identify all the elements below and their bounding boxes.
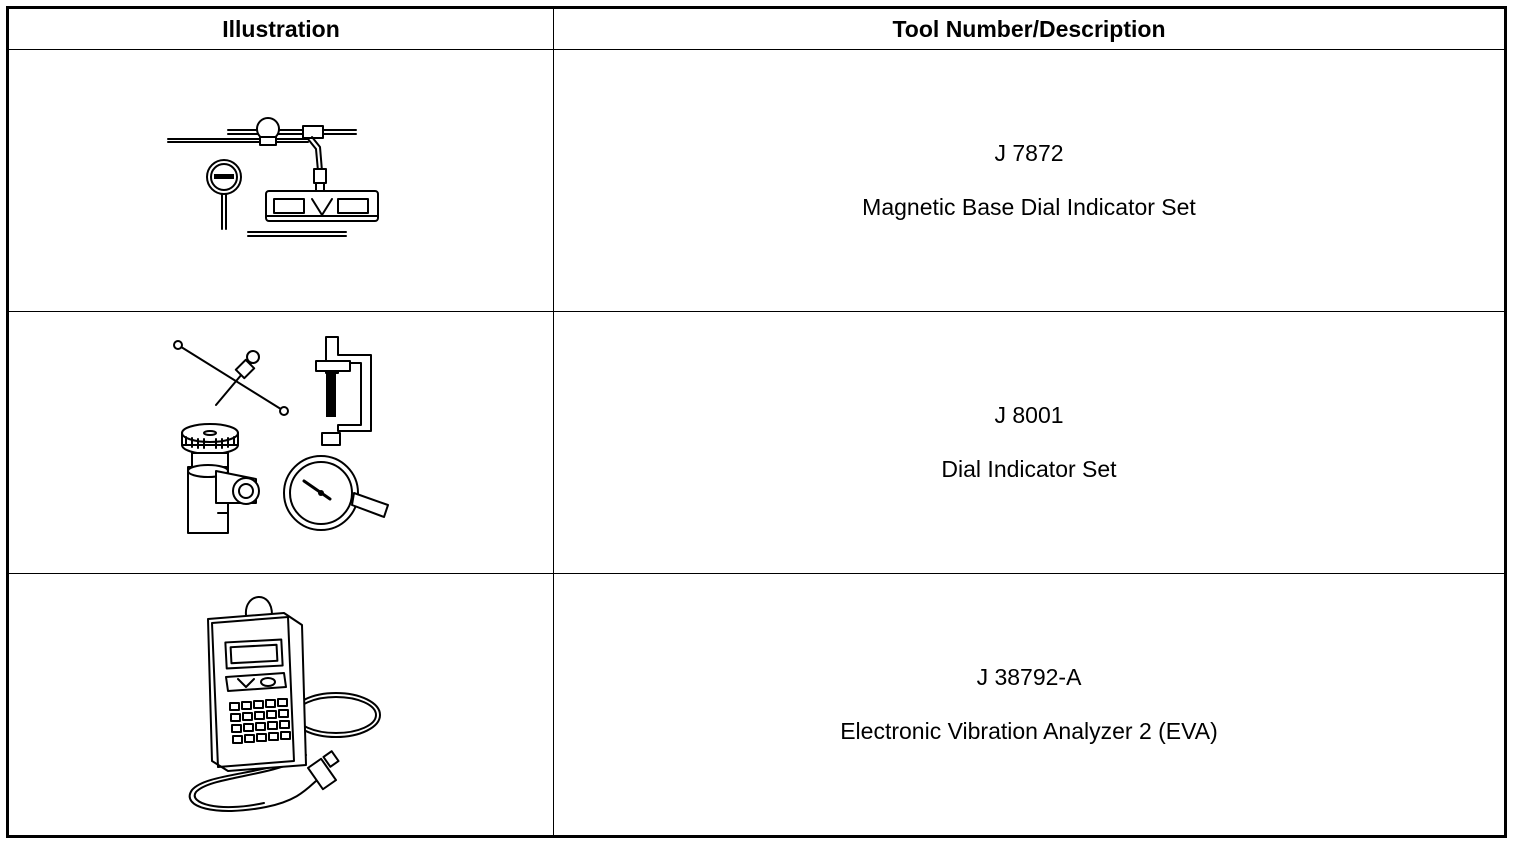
header-row: Illustration Tool Number/Description — [7, 7, 1506, 50]
table-row: J 7872 Magnetic Base Dial Indicator Set — [7, 49, 1506, 312]
tools-table: Illustration Tool Number/Description — [6, 6, 1507, 838]
table-row: J 38792-A Electronic Vibration Analyzer … — [7, 573, 1506, 837]
description-cell: J 38792-A Electronic Vibration Analyzer … — [553, 573, 1506, 837]
keypad — [229, 697, 291, 744]
description-cell: J 7872 Magnetic Base Dial Indicator Set — [553, 49, 1506, 312]
header-illustration: Illustration — [7, 7, 554, 50]
dial-indicator-set-icon — [173, 335, 389, 534]
tool-number: J 38792-A — [976, 664, 1082, 690]
vibration-analyzer-icon — [188, 595, 381, 812]
illustration-cell — [7, 573, 554, 837]
tool-description: Magnetic Base Dial Indicator Set — [862, 194, 1196, 220]
illustration-cell — [7, 311, 554, 574]
tool-number: J 8001 — [994, 402, 1064, 428]
header-tool-description: Tool Number/Description — [553, 7, 1506, 50]
table-row: J 8001 Dial Indicator Set — [7, 311, 1506, 574]
tool-description: Dial Indicator Set — [941, 456, 1117, 482]
tool-description: Electronic Vibration Analyzer 2 (EVA) — [840, 718, 1218, 744]
description-cell: J 8001 Dial Indicator Set — [553, 311, 1506, 574]
magnetic-base-dial-indicator-icon — [167, 116, 379, 237]
illustration-cell — [7, 49, 554, 312]
tool-number: J 7872 — [994, 140, 1064, 166]
